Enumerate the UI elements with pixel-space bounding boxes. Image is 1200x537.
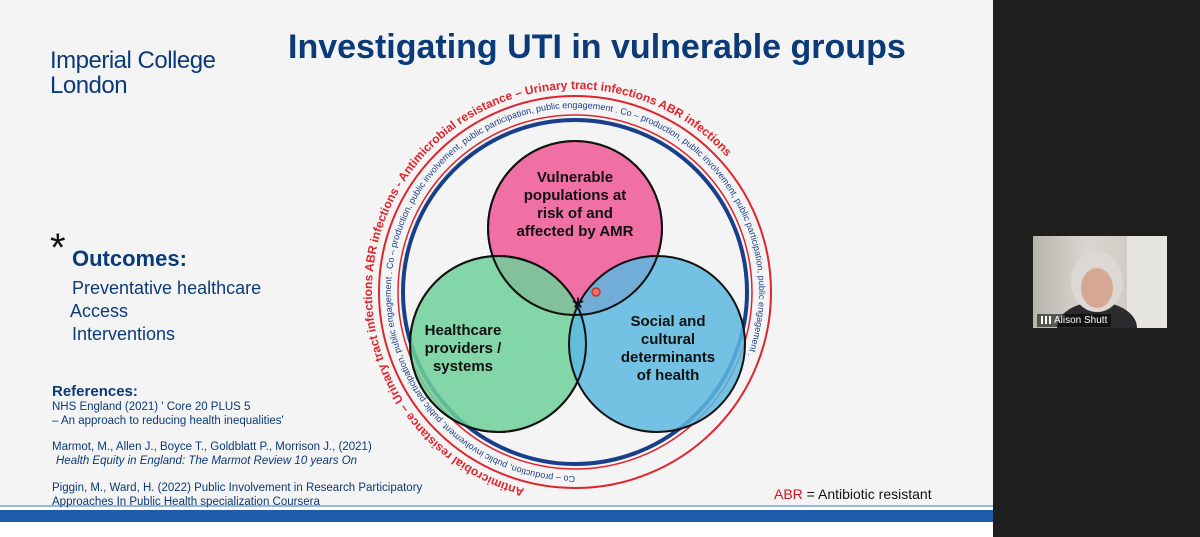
venn-diagram: Antimicrobial resistance – Urinary tract…	[361, 78, 772, 499]
outcome-item: Interventions	[72, 324, 176, 344]
venn-top-line: risk of and	[537, 205, 613, 222]
venn-right-line: Social and	[630, 313, 705, 330]
reference-line: NHS England (2021) ' Core 20 PLUS 5	[52, 401, 251, 413]
video-shelf	[1127, 236, 1167, 328]
venn-right-line: determinants	[621, 349, 715, 366]
presentation-slide: Imperial College London Investigating UT…	[0, 0, 993, 537]
reference-item: Piggin, M., Ward, H. (2022) Public Invol…	[52, 481, 422, 509]
laser-pointer	[591, 287, 601, 297]
outer-ring-red	[378, 95, 772, 489]
inner-ring-red	[397, 114, 753, 470]
reference-line: Health Equity in England: The Marmot Rev…	[52, 454, 372, 468]
reference-item: NHS England (2021) ' Core 20 PLUS 5 – An…	[52, 400, 284, 428]
abr-definition: = Antibiotic resistant	[802, 486, 932, 502]
venn-right-line: of health	[637, 367, 700, 384]
outcomes-asterisk: *	[50, 226, 66, 270]
footer-line	[0, 505, 993, 507]
venn-top-line: Vulnerable	[537, 169, 613, 186]
venn-left-line: Healthcare	[425, 322, 502, 339]
venn-top-line: affected by AMR	[517, 223, 634, 240]
abr-abbreviation: ABR	[774, 486, 803, 502]
ring-blue	[401, 118, 749, 466]
outcome-item: Access	[70, 301, 129, 321]
reference-line: Marmot, M., Allen J., Boyce T., Goldblat…	[52, 441, 372, 453]
venn-right-line: cultural	[641, 331, 695, 348]
logo-line-2: London	[50, 72, 128, 99]
reference-line: – An approach to reducing health inequal…	[52, 415, 284, 427]
logo-line-1: Imperial College	[50, 47, 216, 74]
reference-line: Approaches In Public Health specializati…	[52, 496, 320, 508]
participant-video-tile[interactable]: Alison Shutt	[1033, 236, 1167, 328]
venn-left-line: systems	[433, 358, 493, 375]
references-heading: References:	[52, 383, 138, 400]
venn-top-line: populations at	[524, 187, 627, 204]
participant-name: Alison Shutt	[1054, 315, 1108, 326]
participant-name-label: Alison Shutt	[1037, 314, 1112, 327]
imperial-logo: Imperial College London	[50, 47, 216, 99]
outcomes-heading: Outcomes:	[72, 246, 187, 271]
reference-item: Marmot, M., Allen J., Boyce T., Goldblat…	[52, 440, 372, 468]
abr-footnote: ABR = Antibiotic resistant	[774, 486, 932, 502]
signal-icon	[1041, 316, 1051, 325]
venn-outline-top	[487, 140, 663, 316]
outcome-item: Preventative healthcare	[72, 278, 262, 298]
footer-bar	[0, 510, 993, 522]
slide-title: Investigating UTI in vulnerable groups	[288, 28, 906, 66]
venn-labels: Vulnerable populations at risk of and af…	[425, 169, 715, 384]
reference-title: Health Equity in England: The Marmot Rev…	[56, 455, 358, 467]
venn-left-line: providers /	[425, 340, 503, 357]
venn-center-asterisk: *	[572, 292, 584, 325]
reference-line: Piggin, M., Ward, H. (2022) Public Invol…	[52, 482, 423, 494]
venn-outline-left	[409, 255, 587, 433]
